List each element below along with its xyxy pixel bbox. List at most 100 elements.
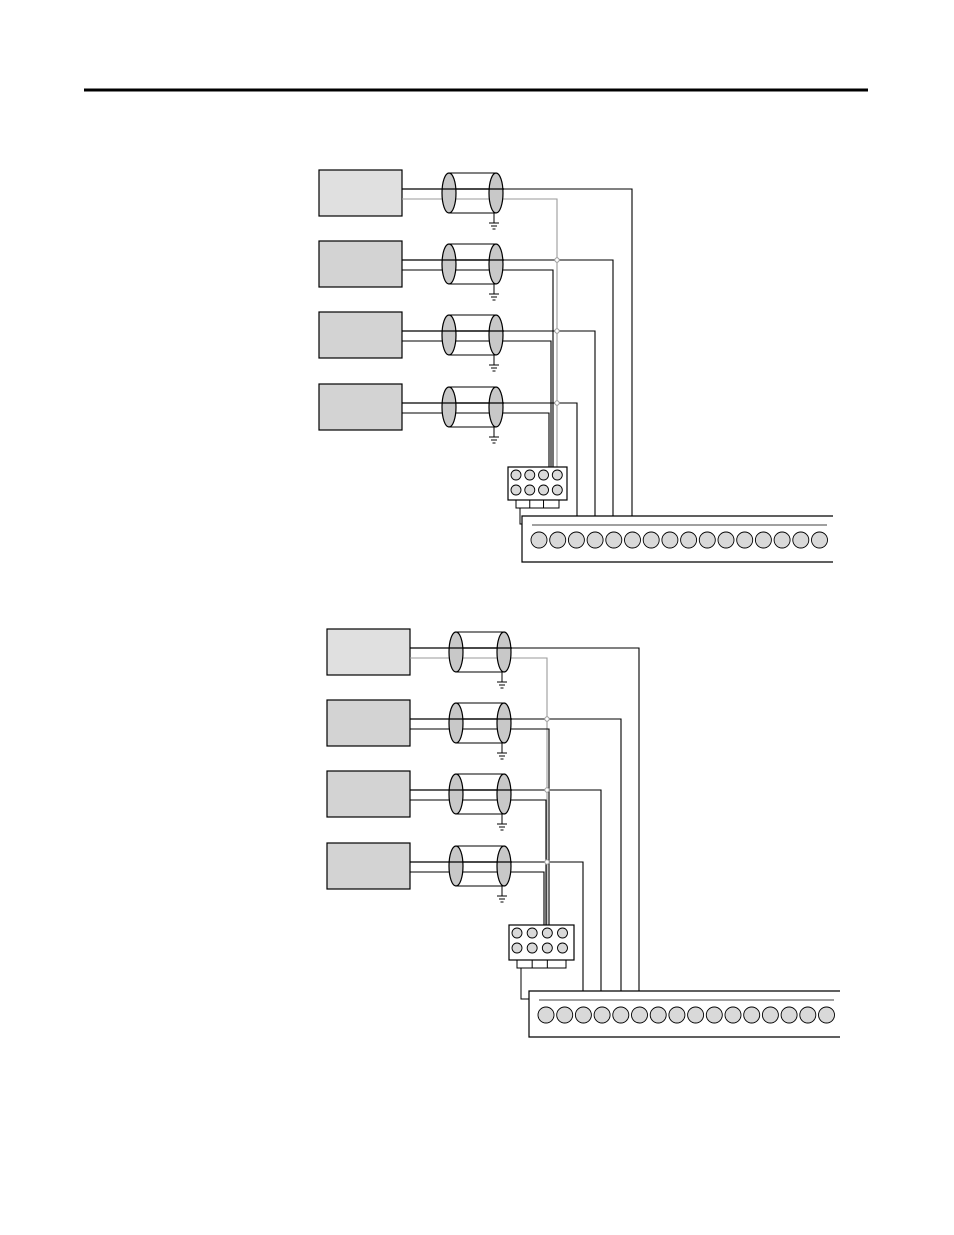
terminal-screw [575, 1007, 591, 1023]
terminal-screw [688, 1007, 704, 1023]
wire-crossing [555, 401, 559, 405]
terminal-screw [781, 1007, 797, 1023]
cable-end [442, 173, 456, 213]
cable-end [497, 632, 511, 672]
field-device-box [327, 629, 410, 675]
jumper-terminal [539, 470, 549, 480]
field-device-box [327, 700, 410, 746]
return-run [504, 270, 553, 467]
ground-icon [489, 284, 499, 300]
terminal-screw [744, 1007, 760, 1023]
terminal-screw [755, 532, 771, 548]
terminal-block [522, 516, 833, 562]
cable-end [442, 315, 456, 355]
jumper-terminal [525, 470, 535, 480]
terminal-screw [568, 532, 584, 548]
cable-end [449, 774, 463, 814]
terminal-screw [737, 532, 753, 548]
return-run [504, 341, 551, 467]
shielded-cable [449, 632, 512, 672]
wire-crossing [555, 329, 559, 333]
ground-icon [489, 213, 499, 229]
wire-crossing [545, 788, 549, 792]
wire-crossing [545, 860, 549, 864]
shielded-cable [442, 387, 504, 427]
field-device-box [327, 771, 410, 817]
terminal-screw [800, 1007, 816, 1023]
jumper-link [516, 500, 559, 508]
jumper-terminal [552, 470, 562, 480]
cable-end [489, 173, 503, 213]
terminal-screw [625, 532, 641, 548]
terminal-block [529, 991, 840, 1037]
jumper-terminal [512, 928, 522, 938]
jumper-link [517, 960, 566, 968]
cable-end [449, 846, 463, 886]
terminal-screw [606, 532, 622, 548]
field-device-box [327, 843, 410, 889]
terminal-screw [819, 1007, 835, 1023]
field-device-box [319, 241, 402, 287]
terminal-screw [613, 1007, 629, 1023]
shielded-cable [449, 703, 512, 743]
ground-icon [497, 886, 507, 902]
wire-crossing [545, 717, 549, 721]
jumper-terminal [511, 485, 521, 495]
cable-end [497, 774, 511, 814]
jumper-terminal [512, 943, 522, 953]
terminal-screw [774, 532, 790, 548]
jumper-terminal [542, 943, 552, 953]
field-device-box [319, 312, 402, 358]
diagram-lower [327, 629, 840, 1037]
cable-end [489, 244, 503, 284]
cable-end [449, 632, 463, 672]
terminal-screw [587, 532, 603, 548]
field-device-box [319, 384, 402, 430]
field-device-4 [319, 384, 577, 532]
ground-icon [497, 814, 507, 830]
terminal-screw [669, 1007, 685, 1023]
terminal-screw [594, 1007, 610, 1023]
terminal-screw [550, 532, 566, 548]
field-device-box [319, 170, 402, 216]
field-device-1 [327, 629, 639, 1007]
cable-end [442, 244, 456, 284]
jumper-terminal [539, 485, 549, 495]
diagram-upper [319, 170, 833, 562]
ground-icon [489, 427, 499, 443]
jumper-terminal [527, 943, 537, 953]
cable-end [449, 703, 463, 743]
terminal-screw [793, 532, 809, 548]
jumper-terminal [552, 485, 562, 495]
cable-end [489, 315, 503, 355]
return-run [504, 413, 549, 467]
terminal-screw [538, 1007, 554, 1023]
ground-icon [489, 355, 499, 371]
terminal-screw [762, 1007, 778, 1023]
terminal-screw [681, 532, 697, 548]
shielded-cable [442, 315, 504, 355]
terminal-screw [699, 532, 715, 548]
ground-icon [497, 672, 507, 688]
terminal-screw [812, 532, 828, 548]
wire-crossing [555, 258, 559, 262]
jumper-terminal [542, 928, 552, 938]
terminal-screw [706, 1007, 722, 1023]
terminal-screw [718, 532, 734, 548]
shielded-cable [442, 173, 504, 213]
jumper-terminal [525, 485, 535, 495]
jumper-terminal [511, 470, 521, 480]
shielded-cable [449, 774, 512, 814]
return-run [512, 658, 547, 925]
ground-icon [497, 743, 507, 759]
terminal-screw [531, 532, 547, 548]
terminal-screw [662, 532, 678, 548]
terminal-screw [650, 1007, 666, 1023]
cable-end [489, 387, 503, 427]
jumper-terminal [558, 943, 568, 953]
cable-end [497, 846, 511, 886]
cable-end [497, 703, 511, 743]
terminal-screw [632, 1007, 648, 1023]
jumper-terminal [558, 928, 568, 938]
